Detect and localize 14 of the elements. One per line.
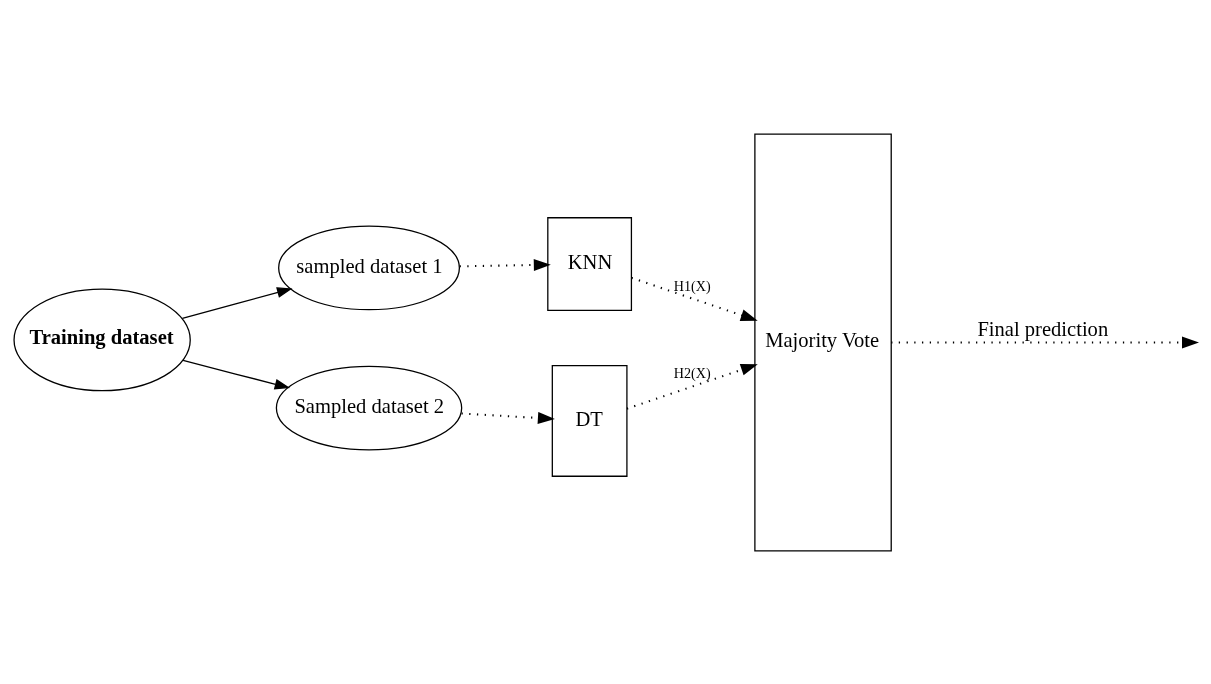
node-ellipse: Training dataset	[13, 287, 191, 391]
node-box: DT	[551, 364, 628, 477]
arrow	[631, 276, 758, 321]
edge-label: Final prediction	[977, 317, 1109, 340]
arrow	[626, 363, 758, 410]
arrow	[181, 286, 293, 319]
node-box: KNN	[547, 216, 633, 311]
arrow	[459, 258, 551, 271]
arrow	[461, 411, 555, 424]
edge-label: H2(X)	[673, 364, 711, 381]
node-box: Majority Vote	[754, 133, 892, 551]
arrow	[891, 336, 1199, 348]
edge-label: H1(X)	[673, 277, 711, 294]
arrow	[182, 359, 291, 389]
